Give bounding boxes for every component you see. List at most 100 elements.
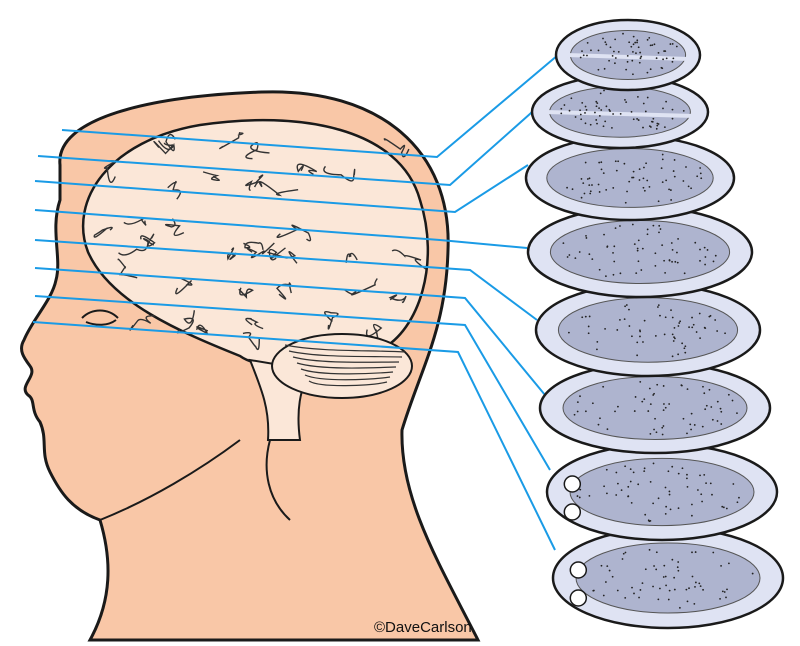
jaw-line [99,439,241,521]
stipple [636,354,639,357]
stipple [721,505,724,508]
stipple [639,57,642,60]
stipple [633,243,636,246]
stipple [598,161,601,164]
stipple [604,327,606,330]
stipple [654,417,656,420]
stipple [640,269,643,271]
stipple [686,473,688,476]
slice-tissue [546,148,714,208]
stipple [664,575,667,578]
stipple [634,41,637,44]
stipple [658,231,660,234]
stipple [649,44,652,47]
stipple [596,348,598,351]
stipple [648,185,651,188]
stipple [716,420,719,422]
stipple [662,385,665,387]
gyrus [245,174,264,191]
stipple [699,167,702,169]
stipple [560,107,563,110]
stipple [681,467,684,470]
stipple [656,124,659,127]
stipple [677,472,680,475]
stipple [669,508,672,511]
stipple [584,315,587,318]
eye [81,309,119,326]
stipple [657,304,660,307]
folium [284,344,406,353]
cerebellum [271,333,413,399]
gyrus [238,287,254,299]
stipple [662,425,665,427]
guide-line [34,295,551,471]
stipple [659,228,662,230]
stipple [580,178,583,180]
stipple [696,489,699,491]
stipple [628,180,631,183]
eye-globe [563,475,582,493]
stipple [595,105,598,108]
stipple [639,335,641,338]
stipple [594,111,596,114]
stipple [710,406,713,408]
guide-line [34,267,546,396]
stipple [673,336,675,339]
stipple [663,259,666,262]
stipple [633,592,635,595]
stipple [665,505,668,508]
stipple [661,244,664,247]
stipple [678,322,681,324]
stipple [641,247,644,250]
stipple [685,166,687,168]
stipple [644,568,647,571]
stipple [631,586,633,589]
stipple [631,59,634,62]
stipple [576,495,579,497]
stipple [614,410,616,413]
stipple [614,160,617,163]
stipple [677,353,680,356]
stipple [608,59,610,62]
stipple [574,257,577,259]
stipple [643,189,646,192]
brain-slices [524,18,785,630]
stipple [605,468,608,471]
gyrus [153,140,174,155]
stipple [708,315,711,318]
stipple [665,57,668,60]
stipple [617,160,620,163]
stipple [597,68,600,71]
stipple [653,565,655,567]
stipple [571,188,574,191]
gyrus [123,218,147,226]
stipple [642,126,644,129]
stipple [602,172,605,175]
stipple [579,109,581,112]
folium [288,350,403,358]
stipple [653,392,655,395]
stipple [599,92,602,95]
stipple [674,260,677,263]
stipple [632,176,635,179]
stipple [652,462,655,465]
stipple [598,107,600,110]
stipple [671,108,674,111]
stipple [662,576,665,578]
stipple [622,552,625,555]
stipple [667,598,670,601]
stipple [632,471,635,474]
stipple [682,180,685,182]
stipple [576,401,579,404]
gyrus [245,317,264,330]
stipple [687,185,690,188]
stipple [702,588,704,591]
stipple [582,54,585,57]
stipple [704,327,707,330]
stipple [624,551,627,554]
gyrus [243,241,264,250]
stipple [609,46,612,49]
gyrus [219,132,244,150]
stipple [608,108,611,111]
stipple [668,493,671,496]
